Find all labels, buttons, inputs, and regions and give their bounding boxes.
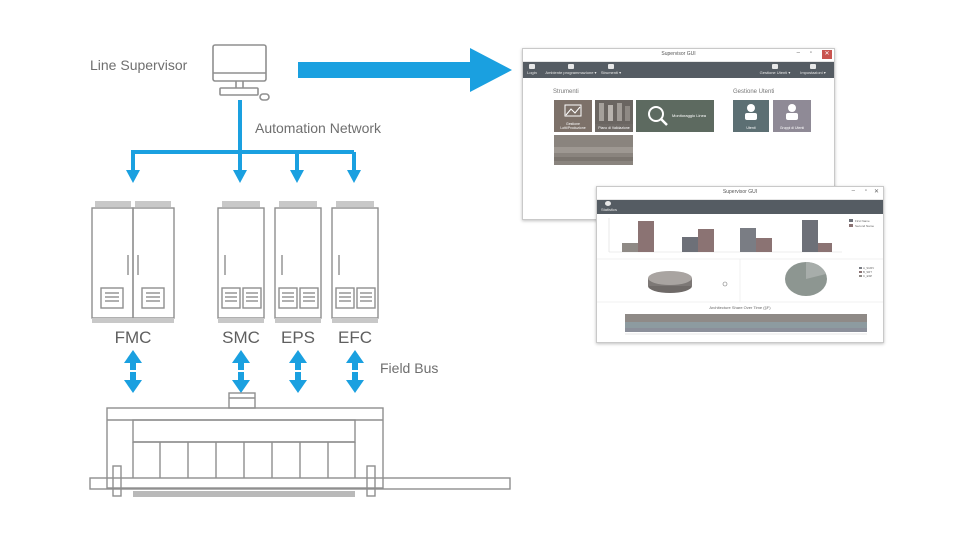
automation-network-lines — [131, 100, 356, 172]
user-icon — [745, 104, 757, 120]
cabinet-label-smc: SMC — [222, 328, 260, 347]
area-chart-preview — [625, 314, 867, 335]
bar-chart-preview: First Name Second Name — [608, 218, 874, 253]
svg-text:B_SRT: B_SRT — [863, 270, 872, 274]
window2-title: Supervisor GUI — [722, 189, 758, 195]
toolbar-statistics[interactable]: Statistics — [601, 201, 617, 212]
close-icon[interactable]: ✕ — [873, 189, 879, 195]
minimize-icon[interactable]: – — [851, 188, 855, 194]
statistics-content: First Name Second Name A_SURV B_SRT C_ES… — [597, 218, 883, 335]
tile-utenti[interactable]: Utenti — [733, 100, 769, 132]
production-photo — [554, 135, 633, 165]
section-gestione-utenti: Gestione Utenti — [733, 89, 775, 95]
tile-gestione-lotti[interactable]: Gestione Lotti/Produzione — [554, 100, 592, 132]
cabinet-efc — [331, 201, 379, 323]
cabinet-label-fmc: FMC — [115, 328, 152, 347]
toolbar-gestione-utenti[interactable]: Gestione Utenti ▾ — [757, 64, 793, 75]
close-icon[interactable]: ✕ — [822, 50, 832, 59]
pie-chart-preview-right: A_SURV B_SRT C_ESP — [785, 262, 874, 296]
cabinet-label-efc: EFC — [338, 328, 372, 347]
search-icon — [648, 106, 668, 126]
cabinet-smc — [217, 201, 265, 323]
cabinet-eps — [274, 201, 322, 323]
window-titlebar: Supervisor GUI – ▫ ✕ — [523, 49, 834, 62]
chat-icon — [568, 64, 574, 69]
svg-text:C_ESP: C_ESP — [863, 274, 872, 278]
svg-text:A_SURV: A_SURV — [863, 266, 874, 270]
toolbar-login[interactable]: Login — [527, 64, 537, 75]
machine-drawing — [89, 392, 511, 497]
factory-photo — [595, 100, 633, 124]
tile-monitoraggio-linea[interactable]: Monitoraggio Linea — [636, 100, 714, 132]
pen-icon — [608, 64, 614, 69]
window-toolbar: Login Ambiente programmazione ▾ Strument… — [523, 62, 834, 78]
tile-gruppi-utenti[interactable]: Gruppi di Utenti — [773, 100, 811, 132]
window-title: Supervisor GUI — [661, 51, 696, 57]
cabinet-fmc — [91, 201, 175, 323]
section-strumenti: Strumenti — [553, 89, 579, 95]
window2-titlebar: Supervisor GUI – ▫ ✕ — [597, 187, 883, 200]
wrench-icon — [810, 64, 816, 69]
user-group-icon — [786, 104, 798, 120]
maximize-icon[interactable]: ▫ — [809, 50, 812, 56]
maximize-icon[interactable]: ▫ — [864, 188, 867, 194]
window2-toolbar: Statistics — [597, 200, 883, 214]
tile-photo[interactable] — [554, 135, 633, 165]
statistics-window: Supervisor GUI – ▫ ✕ Statistics First Na… — [596, 186, 884, 343]
toolbar-impostazioni[interactable]: Impostazioni ▾ — [795, 64, 831, 75]
automation-network-label: Automation Network — [255, 120, 382, 136]
network-arrowheads — [126, 170, 361, 183]
minimize-icon[interactable]: – — [796, 50, 800, 56]
tile-piano-validazione[interactable]: Piano di Validazione — [595, 100, 633, 132]
svg-text:Second Name: Second Name — [855, 224, 874, 228]
svg-text:First Name: First Name — [855, 219, 870, 223]
arrow-to-gui — [298, 48, 512, 92]
line-chart-title: Architecture Share Over Time (§F) — [709, 305, 771, 310]
users-icon — [772, 64, 778, 69]
image-icon — [564, 104, 582, 117]
eye-icon — [605, 201, 611, 206]
toolbar-strumenti[interactable]: Strumenti ▾ — [599, 64, 623, 75]
line-supervisor-label: Line Supervisor — [90, 57, 188, 73]
computer-icon — [212, 44, 270, 101]
toolbar-ambiente[interactable]: Ambiente programmazione ▾ — [543, 64, 599, 75]
cabinet-label-eps: EPS — [281, 328, 315, 347]
field-bus-arrows — [124, 350, 364, 393]
field-bus-label: Field Bus — [380, 360, 438, 376]
login-icon — [529, 64, 535, 69]
pie-chart-preview-left — [648, 271, 728, 293]
